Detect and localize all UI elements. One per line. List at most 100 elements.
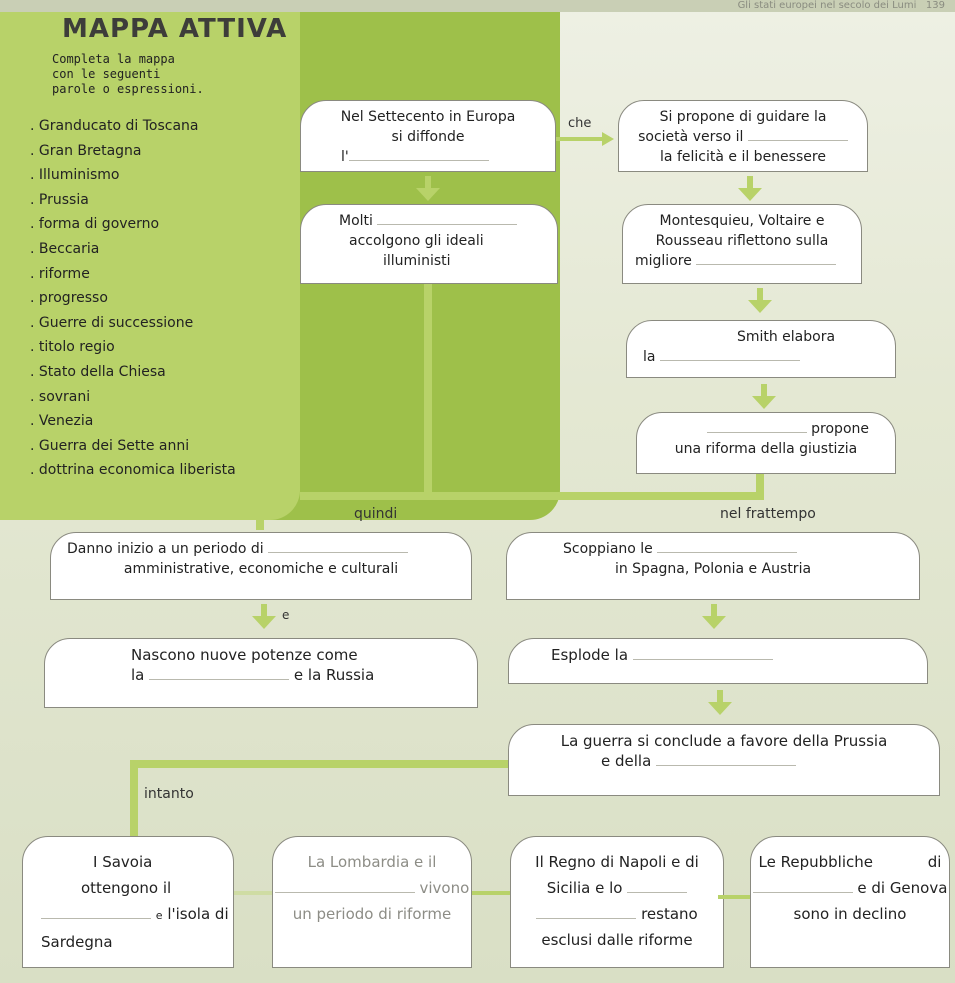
box-text: si diffonde: [391, 129, 465, 145]
word-item: Beccaria: [30, 237, 236, 262]
box-text: in Spagna, Polonia e Austria: [614, 561, 812, 577]
box-text: sono in declino: [793, 905, 907, 923]
word-list: Granducato di Toscana Gran Bretagna Illu…: [30, 114, 236, 483]
box-text: Si propone di guidare la: [659, 109, 827, 125]
box-text: e di Genova: [857, 879, 948, 897]
answer-blank[interactable]: [149, 668, 290, 680]
connector-line: [130, 760, 510, 768]
box-text: Scoppiano le: [563, 541, 653, 557]
box-text: la felicità e il benessere: [660, 149, 826, 165]
link-label-quindi: quindi: [354, 506, 398, 522]
box-text: Esplode la: [551, 646, 629, 664]
box-powers: Nascono nuove potenze come la e la Russi…: [44, 638, 478, 708]
arrow-down-icon: [738, 176, 762, 201]
box-reform: propone una riforma della giustizia: [636, 412, 896, 474]
box-text: esclusi dalle riforme: [541, 931, 693, 949]
box-text: illuministi: [383, 253, 451, 269]
word-item: Venezia: [30, 409, 236, 434]
box-text: di: [927, 853, 942, 871]
box-text: accolgono gli ideali: [349, 233, 484, 249]
box-text: Nel Settecento in Europa: [340, 109, 516, 125]
word-item: Prussia: [30, 188, 236, 213]
box-text: Smith elabora: [736, 329, 836, 345]
connector-line: [756, 474, 764, 500]
answer-blank[interactable]: [632, 648, 773, 660]
answer-blank[interactable]: [657, 541, 798, 553]
arrow-down-icon: [708, 690, 732, 715]
box-text: amministrative, economiche e culturali: [123, 561, 399, 577]
box-text: propone: [811, 421, 869, 437]
link-label-intanto: intanto: [144, 786, 194, 802]
link-label-frattempo: nel frattempo: [720, 506, 816, 522]
box-smith: Smith elabora la: [626, 320, 896, 378]
instruction-line: Completa la mappa: [52, 52, 175, 66]
box-text: ottengono: [81, 879, 159, 897]
link-label-che: che: [568, 116, 592, 131]
box-montesquieu: Montesquieu, Voltaire e Rousseau riflett…: [622, 204, 862, 284]
box-period: Danno inizio a un periodo di amministrat…: [50, 532, 472, 600]
box-text: vivono un periodo: [292, 879, 470, 923]
answer-blank[interactable]: [706, 421, 807, 433]
arrow-down-icon: [752, 384, 776, 409]
box-text: e della: [601, 752, 652, 770]
box-text: Molti: [339, 213, 373, 229]
box-text: società verso il: [638, 129, 744, 145]
word-item: titolo regio: [30, 335, 236, 360]
connector-line: [424, 284, 432, 500]
box-napoli: Il Regno di Napoli e di Sicilia e lo res…: [510, 836, 724, 968]
answer-blank[interactable]: [536, 907, 637, 919]
answer-blank[interactable]: [627, 881, 688, 893]
word-item: Guerra dei Sette anni: [30, 434, 236, 459]
arrow-down-icon: [702, 604, 726, 629]
box-explode: Esplode la: [508, 638, 928, 684]
box-text: la: [643, 349, 656, 365]
box-text: e la Russia: [293, 666, 375, 684]
answer-blank[interactable]: [696, 253, 837, 265]
box-text: Le Repubbliche: [758, 853, 873, 871]
link-label-e: e: [282, 608, 290, 622]
arrow-down-icon: [748, 288, 772, 313]
page-number: 139: [925, 0, 945, 11]
arrow-down-icon: [416, 176, 440, 201]
answer-blank[interactable]: [656, 754, 797, 766]
answer-blank[interactable]: [268, 541, 409, 553]
answer-blank[interactable]: [274, 881, 415, 893]
word-item: Stato della Chiesa: [30, 360, 236, 385]
box-prussia-win: La guerra si conclude a favore della Pru…: [508, 724, 940, 796]
box-molti: Molti accolgono gli ideali illuministi: [300, 204, 558, 284]
arrow-right-icon: [556, 132, 614, 146]
answer-blank[interactable]: [41, 907, 151, 919]
answer-blank[interactable]: [752, 881, 853, 893]
answer-blank[interactable]: [348, 149, 489, 161]
box-repubbliche: Le Repubbliche di e di Genova sono in de…: [750, 836, 950, 968]
box-text: l'isola di Sardegna: [41, 905, 229, 951]
answer-blank[interactable]: [659, 349, 800, 361]
connector-line: [256, 492, 264, 530]
instructions: Completa la mappa con le seguenti parole…: [52, 52, 252, 97]
answer-blank[interactable]: [377, 213, 518, 225]
box-text: la: [131, 666, 145, 684]
box-text: I Savoia: [93, 853, 153, 871]
word-item: dottrina economica liberista: [30, 458, 236, 483]
answer-blank[interactable]: [747, 129, 848, 141]
box-text: La Lombardia e il: [307, 853, 437, 871]
box-text: e: [155, 909, 163, 922]
word-item: Guerre di successione: [30, 311, 236, 336]
box-text: restano: [641, 905, 698, 923]
box-text: La guerra si conclude a favore della Pru…: [560, 732, 888, 750]
box-text: una riforma della giustizia: [674, 441, 858, 457]
box-enlightenment: Nel Settecento in Europa si diffonde l': [300, 100, 556, 172]
box-text: Il Regno di Napoli: [535, 853, 667, 871]
connector-line: [300, 492, 760, 500]
connector-line: [130, 760, 138, 840]
arrow-down-icon: [252, 604, 276, 629]
word-item: Granducato di Toscana: [30, 114, 236, 139]
header-strip: [0, 0, 955, 12]
box-text: Rousseau riflettono sulla: [655, 233, 829, 249]
instruction-line: parole o espressioni.: [52, 82, 204, 96]
word-item: forma di governo: [30, 212, 236, 237]
word-item: Gran Bretagna: [30, 139, 236, 164]
word-item: Illuminismo: [30, 163, 236, 188]
box-text: l': [341, 149, 349, 165]
box-lombardia: La Lombardia e il vivono un periodo di r…: [272, 836, 472, 968]
